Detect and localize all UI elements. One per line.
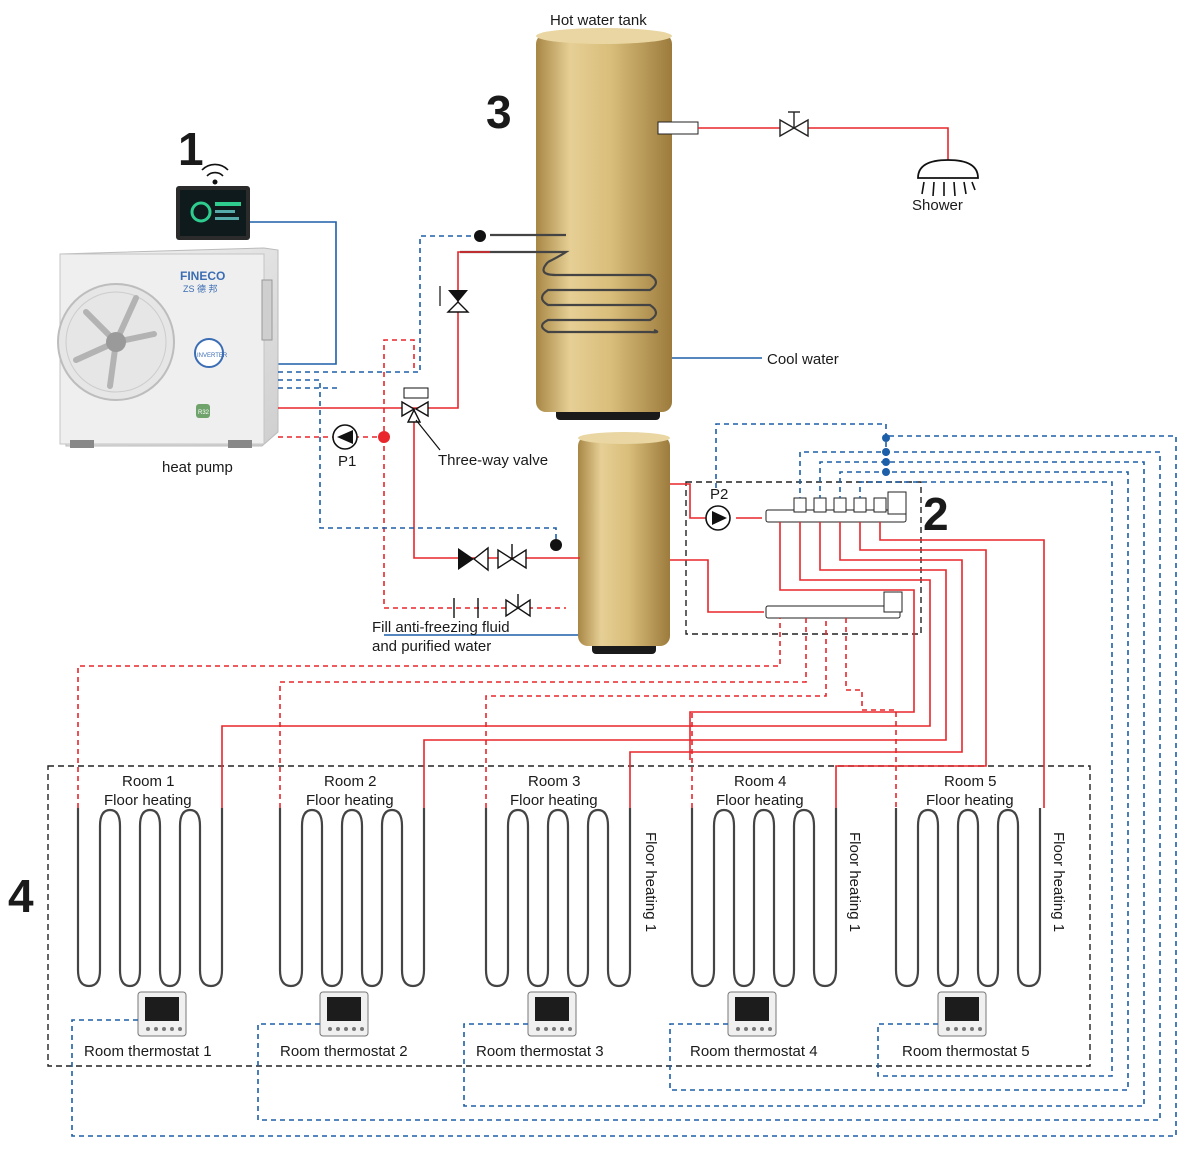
hot-water-tank — [536, 28, 672, 420]
room-3-name: Room 3 — [528, 773, 581, 790]
return-manifold — [765, 591, 903, 619]
pump-p1-icon — [332, 424, 358, 450]
room-thermostat-2-icon — [319, 991, 369, 1037]
room-5-name: Room 5 — [944, 773, 997, 790]
three-way-valve-label: Three-way valve — [438, 452, 548, 469]
room-2-name: Room 2 — [324, 773, 377, 790]
room-1-name: Room 1 — [122, 773, 175, 790]
room-thermostat-5-icon — [937, 991, 987, 1037]
section-number-1: 1 — [178, 123, 204, 175]
buffer-sensor-point — [550, 539, 562, 551]
tank-check-valve-icon — [439, 286, 470, 313]
floor-heating-coil-3 — [484, 808, 632, 988]
three-way-valve-icon — [401, 387, 441, 451]
buffer-check-valve-icon — [458, 546, 489, 572]
inverter-badge: INVERTER — [197, 353, 228, 359]
section-number-4: 4 — [8, 870, 34, 922]
tank-sensor-point — [474, 230, 486, 242]
room-5-side-label: Floor heating 1 — [1050, 832, 1067, 932]
cool-water-label: Cool water — [767, 351, 839, 368]
heat-pump-label: heat pump — [162, 459, 233, 476]
room-thermostat-5-label: Room thermostat 5 — [902, 1043, 1030, 1060]
room-4-name: Room 4 — [734, 773, 787, 790]
shower-icon — [917, 159, 979, 197]
buffer-to-manifold-pipes — [670, 423, 886, 613]
shower-valve-icon — [779, 111, 809, 138]
room-2-type: Floor heating — [306, 792, 394, 809]
section-number-3: 3 — [486, 86, 512, 138]
buffer-tank — [578, 432, 670, 654]
controller-cable — [250, 221, 337, 365]
fill-valve-icon — [453, 594, 531, 618]
heat-pump-unit — [57, 247, 279, 448]
floor-heating-area-box — [47, 765, 1091, 1067]
pump-p1-label: P1 — [338, 453, 356, 470]
floor-heating-coil-5 — [894, 808, 1042, 988]
room-thermostat-3-label: Room thermostat 3 — [476, 1043, 604, 1060]
room-thermostat-2-label: Room thermostat 2 — [280, 1043, 408, 1060]
room-3-type: Floor heating — [510, 792, 598, 809]
manifold-area-box — [685, 481, 922, 635]
brand-logo: FINECO — [180, 269, 225, 283]
shower-label: Shower — [912, 197, 963, 214]
floor-heating-coil-1 — [76, 808, 224, 988]
room-4-type: Floor heating — [716, 792, 804, 809]
room-5-type: Floor heating — [926, 792, 1014, 809]
thermostat-signal-cables — [71, 424, 1177, 1137]
buffer-ball-valve-icon — [497, 544, 527, 570]
section-number-2: 2 — [923, 488, 949, 540]
floor-heating-coil-2 — [278, 808, 426, 988]
room-thermostat-4-label: Room thermostat 4 — [690, 1043, 818, 1060]
fill-fluid-label-line1: Fill anti-freezing fluid — [372, 619, 510, 636]
hot-water-tank-label: Hot water tank — [550, 12, 647, 29]
wifi-icon — [201, 163, 229, 185]
room-thermostat-1-label: Room thermostat 1 — [84, 1043, 212, 1060]
r32-badge: R32 — [198, 410, 210, 416]
room-1-type: Floor heating — [104, 792, 192, 809]
supply-manifold — [765, 491, 907, 523]
room-return-pipes — [77, 618, 897, 808]
brand-subtitle: ZS 德 邦 — [183, 283, 218, 294]
shower-pipe — [698, 127, 949, 160]
controller-panel — [176, 186, 250, 240]
pump-p2-label: P2 — [710, 486, 728, 503]
floor-heating-coil-4 — [690, 808, 838, 988]
tank-heat-exchanger-coil — [460, 233, 659, 334]
room-4-side-label: Floor heating 1 — [846, 832, 863, 932]
room-thermostat-4-icon — [727, 991, 777, 1037]
pump-p2-icon — [705, 505, 731, 531]
room-thermostat-1-icon — [137, 991, 187, 1037]
supply-sensor-point — [378, 431, 390, 443]
fill-fluid-label-line2: and purified water — [372, 638, 491, 655]
room-3-side-label: Floor heating 1 — [642, 832, 659, 932]
room-thermostat-3-icon — [527, 991, 577, 1037]
tank-outlet-fitting — [657, 121, 699, 135]
room-supply-pipes — [221, 522, 1045, 808]
